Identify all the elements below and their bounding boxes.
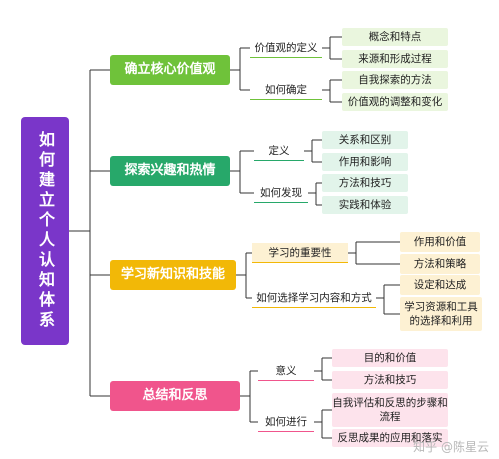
leaf-method: 方法和技巧	[322, 174, 408, 192]
leaf-method-strategy: 方法和策略	[400, 254, 480, 274]
sub-definition: 定义	[254, 141, 304, 161]
branch-interests: 探索兴趣和热情	[110, 156, 230, 186]
branch-reflection: 总结和反思	[110, 381, 240, 411]
branch-core-values: 确立核心价值观	[110, 55, 230, 85]
leaf-adjust: 价值观的调整和变化	[342, 93, 448, 111]
sub-value-definition: 价值观的定义	[250, 38, 322, 58]
leaf-source: 来源和形成过程	[342, 50, 448, 68]
leaf-relation: 关系和区别	[322, 131, 408, 149]
leaf-effect: 作用和影响	[322, 153, 408, 171]
sub-how-to-discover: 如何发现	[254, 183, 308, 203]
watermark: 知乎 @陈星云	[413, 440, 489, 454]
leaf-concept: 概念和特点	[342, 28, 448, 46]
leaf-set-achieve: 设定和达成	[400, 275, 480, 295]
leaf-self-explore: 自我探索的方法	[342, 71, 448, 89]
sub-meaning: 意义	[258, 361, 314, 381]
leaf-role-value: 作用和价值	[400, 232, 480, 252]
root-title: 如何建立个人认知体系	[21, 117, 69, 345]
sub-learning-importance: 学习的重要性	[252, 243, 348, 263]
leaf-skills: 方法和技巧	[332, 371, 448, 389]
leaf-practice: 实践和体验	[322, 196, 408, 214]
leaf-purpose: 目的和价值	[332, 349, 448, 367]
leaf-self-assess: 自我评估和反思的步骤和流程	[332, 393, 448, 427]
sub-how-to-do: 如何进行	[258, 412, 314, 432]
sub-choose-learning: 如何选择学习内容和方式	[252, 288, 376, 308]
leaf-apply: 反思成果的应用和落实	[332, 429, 448, 447]
leaf-resources: 学习资源和工具的选择和利用	[400, 297, 482, 331]
sub-how-to-determine: 如何确定	[250, 80, 322, 100]
branch-learning: 学习新知识和技能	[110, 260, 236, 290]
